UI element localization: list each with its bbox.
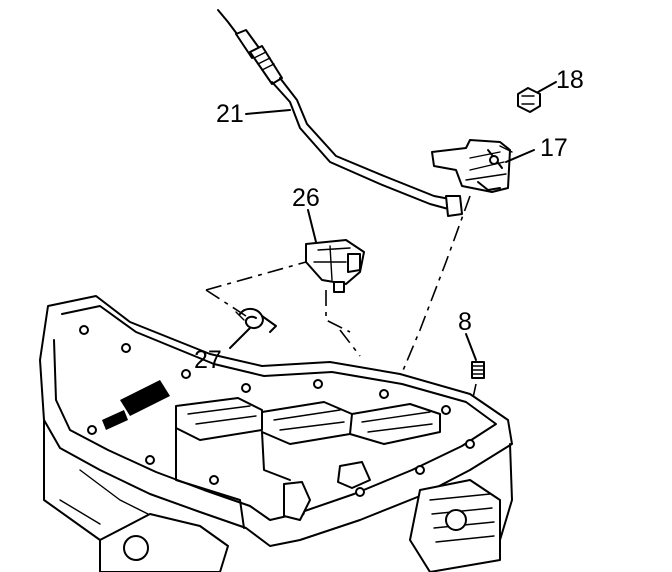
- bracket-26: [305, 239, 365, 293]
- transmission-case: [39, 295, 513, 572]
- callout-21: 21: [216, 100, 244, 128]
- spring-clip-27: [235, 308, 277, 333]
- callout-8: 8: [458, 308, 472, 336]
- shift-lever-17: [431, 139, 513, 193]
- callout-26: 26: [292, 184, 320, 212]
- callout-18: 18: [556, 66, 584, 94]
- shift-cable-21: [217, 9, 463, 217]
- stud-8: [471, 361, 485, 379]
- callout-17: 17: [540, 134, 568, 162]
- leader-lines: [229, 81, 557, 361]
- callout-27: 27: [194, 346, 222, 374]
- nut-18: [517, 87, 541, 113]
